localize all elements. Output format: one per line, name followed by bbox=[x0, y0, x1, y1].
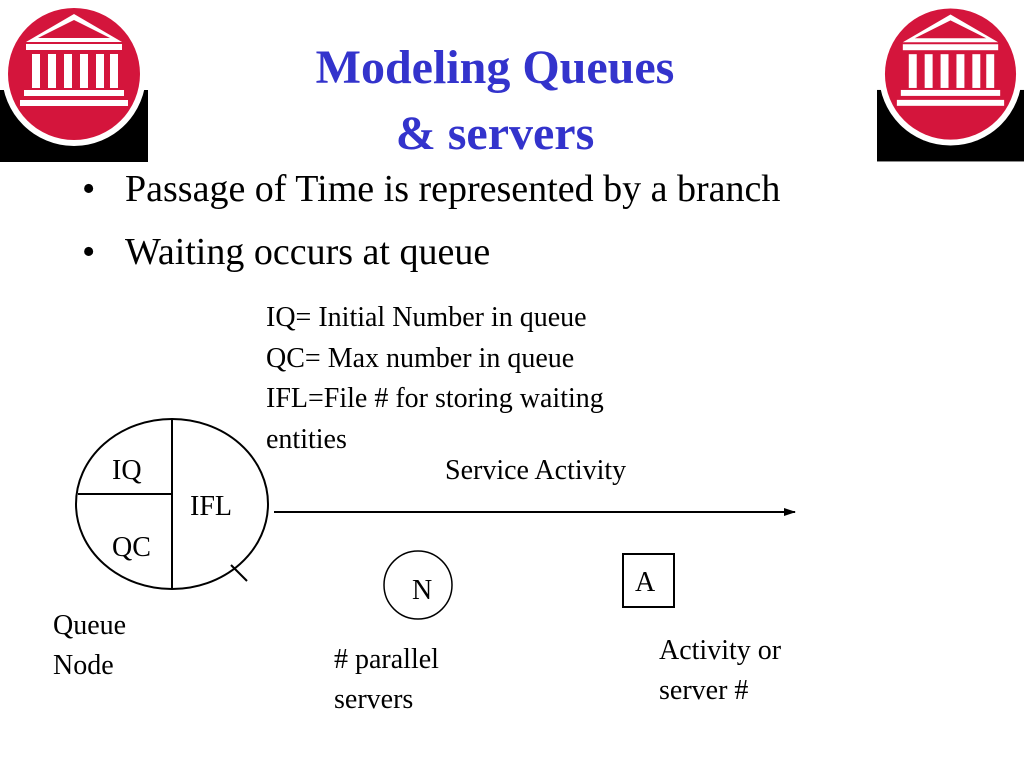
bullet-item: • Waiting occurs at queue bbox=[82, 227, 780, 290]
university-building-icon bbox=[0, 2, 148, 162]
parallel-servers-caption-line1: # parallel bbox=[334, 644, 439, 675]
service-activity-label: Service Activity bbox=[445, 455, 627, 486]
parallel-servers-caption-line2: servers bbox=[334, 684, 414, 715]
parallel-servers-symbol-label: N bbox=[412, 575, 433, 606]
bullet-dot: • bbox=[82, 231, 96, 273]
definition-iq: IQ= Initial Number in queue bbox=[266, 302, 587, 333]
slide-title-line1: Modeling Queues bbox=[315, 41, 675, 94]
definition-ifl: IFL=File # for storing waiting bbox=[266, 383, 604, 414]
bullet-text: Waiting occurs at queue bbox=[125, 231, 491, 273]
bullet-list: • Passage of Time is represented by a br… bbox=[82, 164, 780, 290]
queue-node-caption-line1: Queue bbox=[53, 610, 127, 641]
activity-symbol-label: A bbox=[635, 567, 656, 598]
bullet-text: Passage of Time is represented by a bran… bbox=[125, 168, 781, 210]
activity-caption-line1: Activity or bbox=[659, 635, 782, 666]
definitions-block: IQ= Initial Number in queue QC= Max numb… bbox=[266, 298, 604, 460]
slide-title-line2: & servers bbox=[395, 107, 595, 160]
activity-caption-line2: server # bbox=[659, 675, 749, 706]
parallel-servers-circle bbox=[383, 550, 453, 620]
bullet-item: • Passage of Time is represented by a br… bbox=[82, 164, 780, 227]
ifl-label: IFL bbox=[190, 491, 232, 522]
iq-label: IQ bbox=[112, 455, 142, 486]
qc-label: QC bbox=[112, 532, 151, 563]
queue-node-tick-mark bbox=[230, 564, 248, 582]
definition-ifl-continued: entities bbox=[266, 423, 347, 455]
bullet-dot: • bbox=[82, 168, 96, 210]
activity-box bbox=[622, 553, 675, 608]
definition-qc: QC= Max number in queue bbox=[266, 342, 575, 374]
university-building-icon bbox=[877, 2, 1024, 162]
queue-node-caption-line2: Node bbox=[53, 650, 114, 681]
